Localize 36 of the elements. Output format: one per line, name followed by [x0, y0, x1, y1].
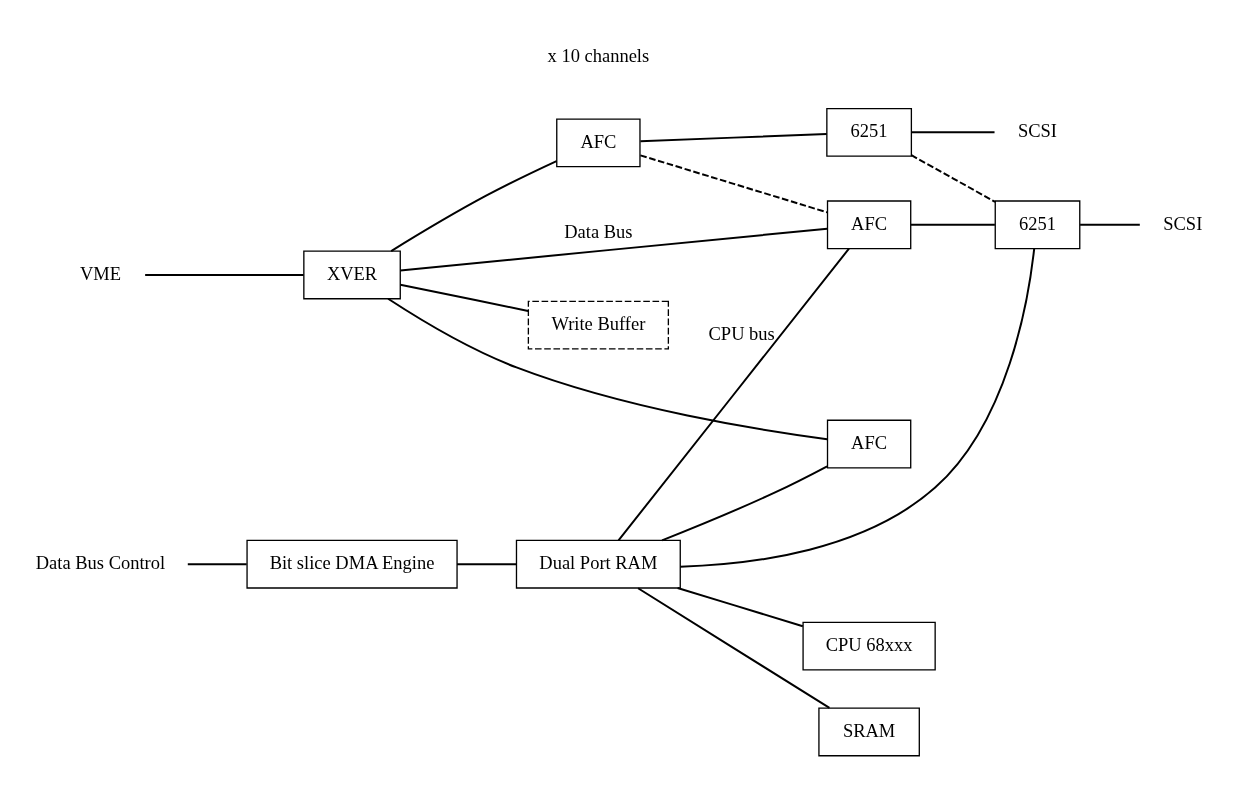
connector: [676, 586, 804, 627]
node-text: Data Bus Control: [35, 552, 166, 573]
connector: [910, 223, 996, 226]
edge-label: CPU bus: [708, 323, 775, 344]
connector: [661, 464, 829, 541]
node-box: SRAM: [818, 707, 920, 756]
connector: [399, 227, 829, 271]
node-text: SCSI: [1163, 213, 1203, 234]
node-box: AFC: [556, 117, 641, 167]
node-box: 6251: [994, 199, 1081, 249]
connector: [1079, 223, 1141, 226]
connector: [639, 153, 829, 213]
connector: [637, 586, 831, 709]
connector: [639, 132, 828, 142]
node-box: XVER: [303, 250, 401, 299]
connector: [387, 297, 829, 440]
connector: [399, 283, 530, 312]
node-text: SCSI: [1017, 120, 1058, 141]
node-box: Bit slice DMA Engine: [246, 539, 458, 589]
label: x 10 channels: [547, 45, 650, 66]
node-box: Write Buffer: [527, 300, 670, 350]
connector: [390, 159, 558, 252]
connector: [186, 562, 248, 565]
connector: [144, 273, 305, 276]
connector: [910, 153, 997, 203]
connector: [617, 247, 850, 541]
node-box: 6251: [826, 107, 913, 157]
edge-label: Data Bus: [564, 221, 633, 242]
connector: [679, 247, 1036, 568]
node-text: VME: [79, 263, 121, 284]
node-box: AFC: [826, 419, 912, 468]
node-box: CPU 68xxx: [802, 621, 936, 671]
node-box: Dual Port RAM: [515, 539, 681, 589]
node-box: AFC: [826, 199, 912, 249]
connector: [456, 562, 518, 565]
connector: [910, 130, 996, 133]
